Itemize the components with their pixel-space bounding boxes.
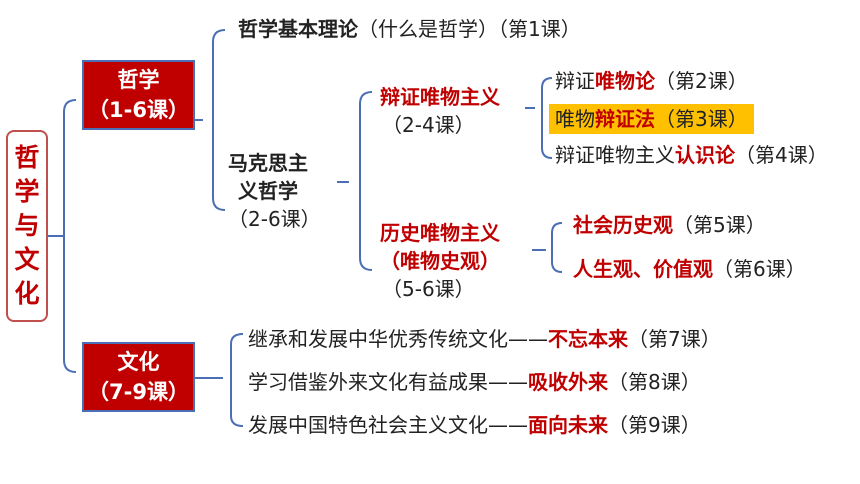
dialectical-title: 辩证唯物主义: [380, 85, 500, 109]
root-char: 化: [14, 279, 40, 308]
culture-item: 学习借鉴外来文化有益成果——吸收外来（第8课）: [248, 369, 701, 395]
marxism-line2: 义哲学: [238, 179, 298, 203]
item-lesson: （第5课）: [673, 213, 766, 237]
item-lesson: （第8课）: [608, 370, 701, 394]
culture-title: 文化: [117, 350, 160, 374]
item-keyword: 唯物论: [595, 69, 655, 93]
basic-theory-row: 哲学基本理论（什么是哲学）（第1课）: [238, 16, 581, 42]
item-keyword: 认识论: [675, 143, 735, 167]
historical-item: 社会历史观（第5课）: [573, 212, 766, 238]
philosophy-range: （1-6课）: [88, 98, 189, 122]
root-char: 与: [14, 211, 40, 240]
historical-sub: （唯物史观）: [380, 249, 500, 273]
item-lesson: （第9课）: [608, 413, 701, 437]
item-keyword: 辩证法: [595, 107, 655, 131]
item-text: 辩证: [555, 69, 595, 93]
item-keyword: 不忘本来: [548, 327, 628, 351]
item-lesson: （第7课）: [628, 327, 721, 351]
item-keyword: 社会历史观: [573, 213, 673, 237]
item-lesson: （第2课）: [655, 69, 748, 93]
root-node: 哲 学 与 文 化: [6, 130, 48, 322]
culture-item: 发展中国特色社会主义文化——面向未来（第9课）: [248, 412, 701, 438]
marxism-line1: 马克思主: [228, 151, 308, 175]
item-text: 辩证唯物主义: [555, 143, 675, 167]
dialectical-item-highlighted: 唯物辩证法（第3课）: [549, 104, 754, 134]
root-char: 学: [14, 177, 40, 206]
philosophy-node: 哲学 （1-6课）: [82, 60, 195, 130]
basic-theory-lesson: （第1课）: [498, 17, 581, 41]
dialectical-item: 辩证唯物论（第2课）: [555, 68, 748, 94]
item-keyword: 人生观、价值观: [573, 257, 713, 281]
dialectical-range: （2-4课）: [382, 113, 475, 137]
item-lesson: （第3课）: [655, 107, 748, 131]
item-text: 继承和发展中华优秀传统文化——: [248, 327, 548, 351]
culture-range: （7-9课）: [88, 380, 189, 404]
culture-item: 继承和发展中华优秀传统文化——不忘本来（第7课）: [248, 326, 721, 352]
basic-theory-paren: （什么是哲学）: [358, 17, 498, 41]
root-char: 哲: [14, 143, 40, 172]
culture-node: 文化 （7-9课）: [82, 342, 195, 412]
item-lesson: （第4课）: [735, 143, 828, 167]
basic-theory-title: 哲学基本理论: [238, 17, 358, 41]
item-keyword: 吸收外来: [528, 370, 608, 394]
marxism-range: （2-6课）: [228, 207, 321, 231]
historical-item: 人生观、价值观（第6课）: [573, 256, 806, 282]
historical-title: 历史唯物主义: [380, 221, 500, 245]
item-text: 学习借鉴外来文化有益成果——: [248, 370, 528, 394]
philosophy-title: 哲学: [117, 68, 160, 92]
historical-range: （5-6课）: [382, 277, 475, 301]
item-text: 唯物: [555, 107, 595, 131]
root-char: 文: [14, 245, 40, 274]
dialectical-item: 辩证唯物主义认识论（第4课）: [555, 142, 828, 168]
item-lesson: （第6课）: [713, 257, 806, 281]
item-keyword: 面向未来: [528, 413, 608, 437]
item-text: 发展中国特色社会主义文化——: [248, 413, 528, 437]
